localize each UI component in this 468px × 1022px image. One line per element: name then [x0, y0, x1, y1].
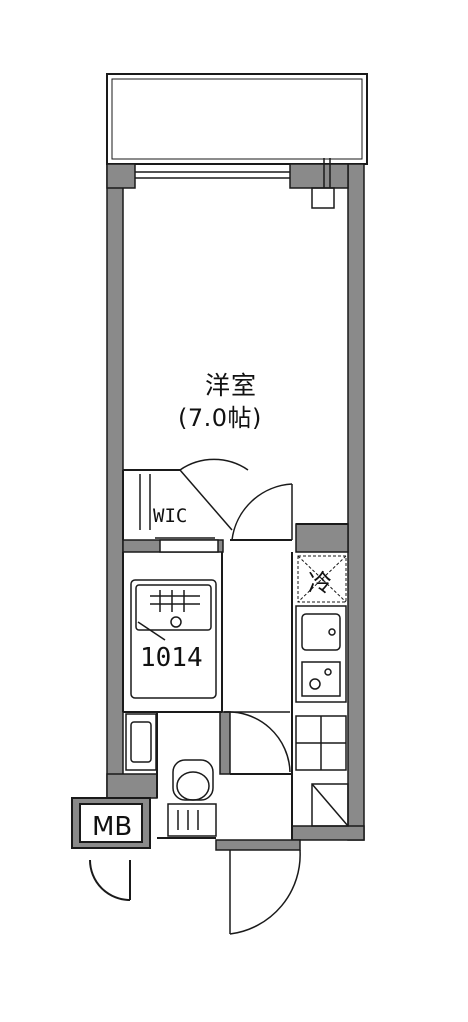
- sash-window: [135, 171, 290, 179]
- western-room-label: 洋室: [205, 371, 258, 400]
- kitchen: [295, 605, 347, 703]
- washroom-fixtures: [125, 713, 217, 837]
- fridge-label: 冷: [308, 569, 332, 597]
- meter-box-label: MB: [92, 812, 133, 842]
- western-room-size: (7.0帖): [178, 404, 262, 432]
- balcony: [106, 73, 368, 165]
- wic-label: WIC: [153, 505, 188, 527]
- room-door: [231, 483, 293, 541]
- shoe-cabinet: [311, 783, 349, 827]
- fridge-space: [297, 555, 347, 603]
- unit-bath: [130, 579, 217, 699]
- wic-door: [139, 458, 249, 553]
- meter-box: [71, 797, 151, 901]
- entrance-door: [229, 849, 301, 935]
- toilet-door: [223, 711, 291, 773]
- unit-bath-label: 1014: [140, 643, 203, 673]
- laundry-space: [295, 715, 347, 771]
- interior-walls: [122, 469, 348, 840]
- air-conditioner-sleeve: [311, 158, 335, 209]
- exterior-walls: [106, 163, 365, 851]
